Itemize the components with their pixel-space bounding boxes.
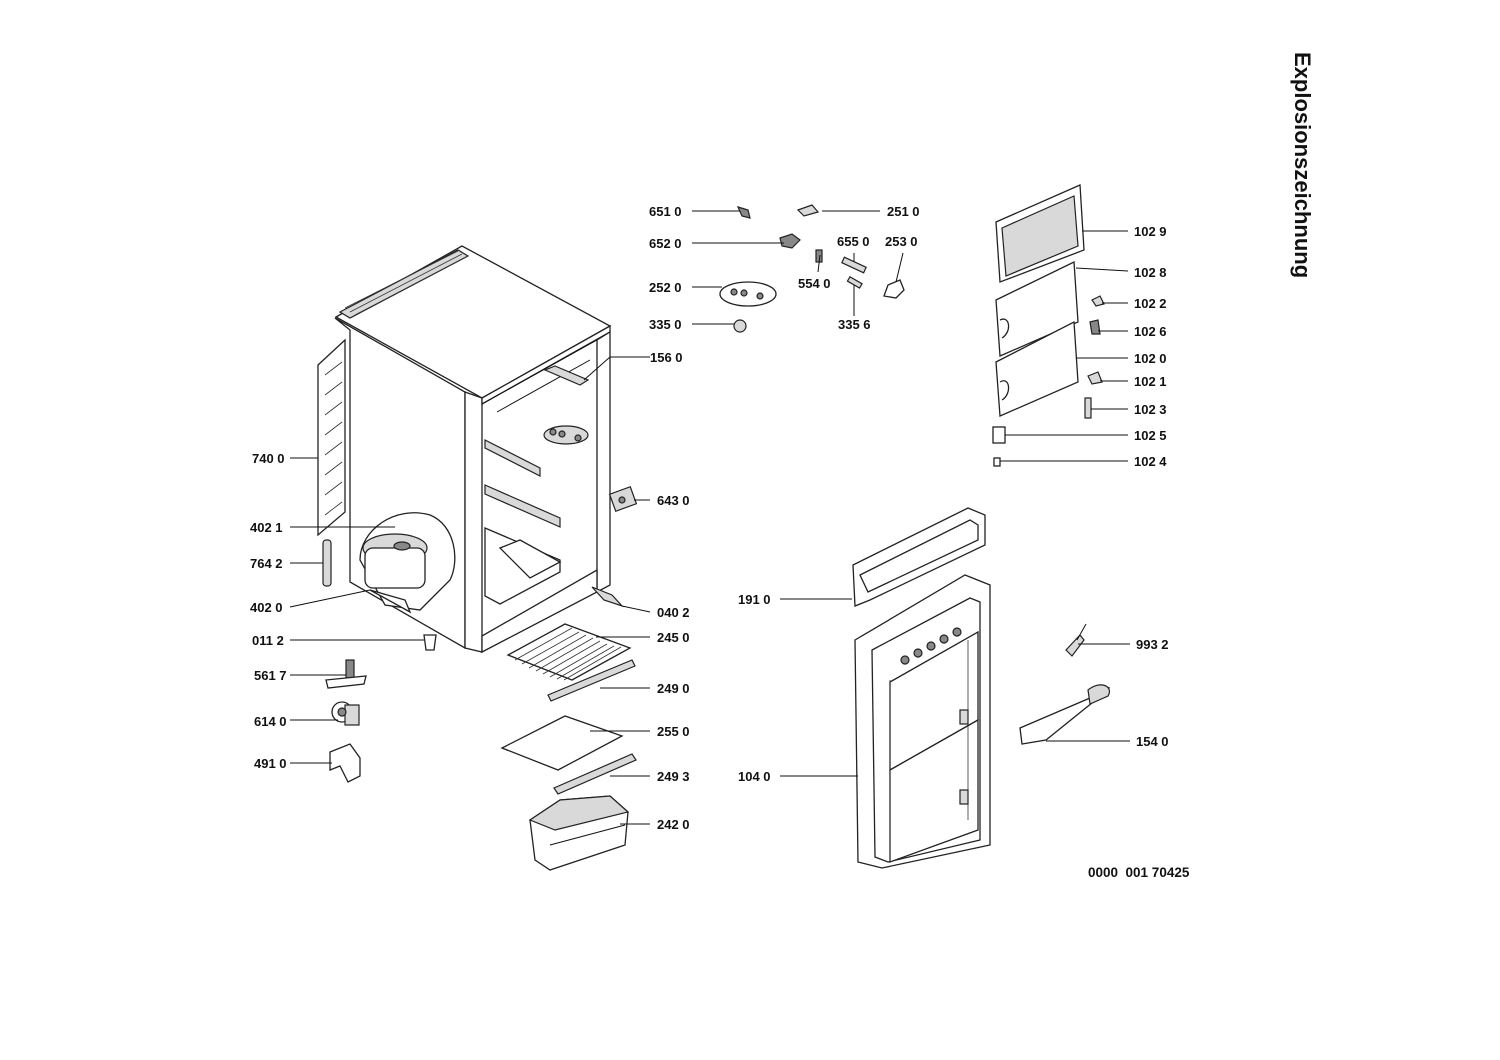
part-label: 102 4 [1134, 454, 1167, 469]
part-label: 993 2 [1136, 637, 1169, 652]
part-label: 011 2 [252, 633, 284, 648]
thermostat-part [325, 659, 367, 689]
part-label: 335 0 [649, 317, 682, 332]
part-label: 491 0 [254, 756, 287, 771]
part-label: 156 0 [650, 350, 683, 365]
part-label: 102 1 [1134, 374, 1167, 389]
part-label: 651 0 [649, 204, 682, 219]
part-label: 614 0 [254, 714, 287, 729]
part-label: 764 2 [250, 556, 283, 571]
part-graphics-left [322, 486, 638, 783]
part-label: 554 0 [798, 276, 831, 291]
part-label: 154 0 [1136, 734, 1169, 749]
leader-lines [289, 210, 1130, 825]
part-label: 402 0 [250, 600, 283, 615]
part-label: 335 6 [838, 317, 871, 332]
lamp-housing-part [719, 281, 777, 307]
foot-part [423, 634, 437, 651]
part-label: 102 5 [1134, 428, 1167, 443]
part-label: 102 3 [1134, 402, 1167, 417]
part-label: 253 0 [885, 234, 918, 249]
drawing-number: 0000 001 70425 [1088, 865, 1190, 880]
shelves-graphics [500, 623, 637, 871]
part-label: 242 0 [657, 817, 690, 832]
part-label: 251 0 [887, 204, 920, 219]
part-label: 104 0 [738, 769, 771, 784]
relay-part [331, 701, 360, 726]
part-label: 102 8 [1134, 265, 1167, 280]
thermostat-group [719, 204, 905, 333]
part-label: 255 0 [657, 724, 690, 739]
part-label: 252 0 [649, 280, 682, 295]
part-label: 561 7 [254, 668, 287, 683]
capillary-drier-part [322, 539, 332, 587]
freezer-door-group [992, 184, 1105, 467]
compressor [359, 512, 456, 614]
part-label: 652 0 [649, 236, 682, 251]
part-label: 102 6 [1134, 324, 1167, 339]
part-label: 643 0 [657, 493, 690, 508]
part-labels: 651 0 251 0 652 0 655 0 253 0 252 0 554 … [250, 204, 1169, 832]
part-label: 402 1 [250, 520, 283, 535]
part-label: 245 0 [657, 630, 690, 645]
part-label: 102 2 [1134, 296, 1167, 311]
part-label: 102 9 [1134, 224, 1167, 239]
part-label: 249 3 [657, 769, 690, 784]
fridge-cabinet [317, 245, 612, 654]
part-label: 040 2 [657, 605, 690, 620]
cover-part [329, 743, 361, 783]
part-label: 655 0 [837, 234, 870, 249]
part-label: 249 0 [657, 681, 690, 696]
hinge-bottom-part [591, 586, 624, 608]
crisper-drawer [528, 795, 630, 871]
part-label: 102 0 [1134, 351, 1167, 366]
part-label: 191 0 [738, 592, 771, 607]
part-label: 740 0 [252, 451, 285, 466]
main-door-group [852, 507, 1110, 869]
plate-part [608, 486, 638, 512]
